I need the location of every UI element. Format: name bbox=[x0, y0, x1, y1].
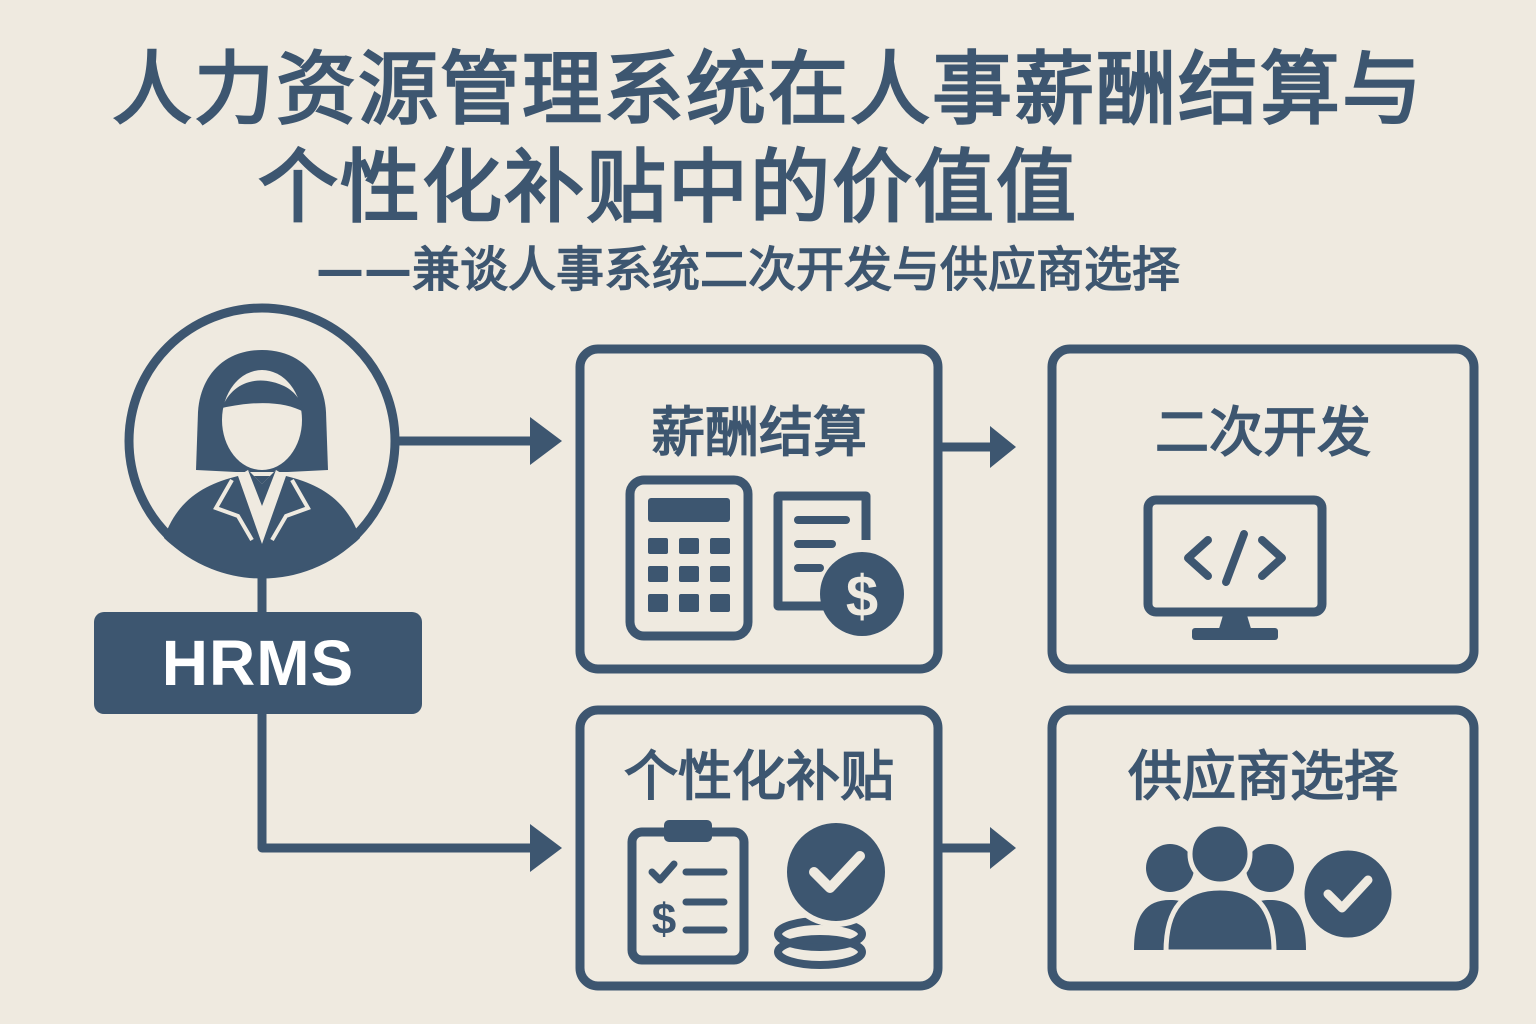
allowance-label: 个性化补贴 bbox=[624, 745, 894, 808]
payroll-document-dollar-icon: $ bbox=[773, 491, 904, 636]
vendor-box bbox=[1047, 705, 1479, 991]
arrow-hrms-to-allowance bbox=[257, 709, 553, 853]
allowance-box bbox=[575, 705, 943, 991]
arrowhead-vendor bbox=[990, 827, 1016, 869]
secondary-dev-label: 二次开发 bbox=[1155, 401, 1371, 464]
vendor-label: 供应商选择 bbox=[1128, 745, 1398, 808]
calculator-icon bbox=[625, 475, 753, 641]
businesswoman-icon bbox=[164, 350, 360, 574]
hrms-label-bg bbox=[94, 612, 422, 714]
monitor-code-icon bbox=[1143, 495, 1327, 640]
svg-text:$: $ bbox=[652, 895, 676, 944]
page-subtitle: ——兼谈人事系统二次开发与供应商选择 bbox=[315, 242, 1180, 298]
hrms-label: HRMS bbox=[161, 627, 355, 699]
clipboard-checklist-icon: $ bbox=[627, 820, 749, 965]
arrowhead-payroll bbox=[530, 417, 562, 465]
payroll-label: 薪酬结算 bbox=[651, 401, 867, 464]
payroll-box bbox=[575, 344, 943, 674]
page-title-line-1: 人力资源管理系统在人事薪酬结算与 bbox=[112, 43, 1424, 136]
arrowhead-allowance bbox=[530, 824, 562, 872]
svg-text:$: $ bbox=[846, 564, 878, 629]
group-check-icon bbox=[1134, 821, 1397, 955]
coin-check-icon bbox=[774, 817, 891, 969]
page-title-line-2: 个性化补贴中的价值值 bbox=[258, 141, 1078, 234]
arrowhead-devel bbox=[990, 426, 1016, 468]
secondary-dev-box bbox=[1047, 344, 1479, 674]
